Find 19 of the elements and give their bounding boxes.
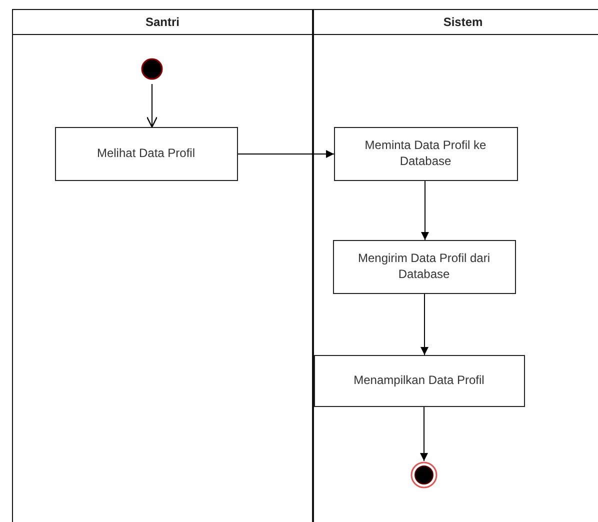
arrow	[146, 84, 158, 128]
arrow	[421, 180, 429, 240]
final-node	[410, 460, 438, 488]
initial-node	[140, 58, 162, 80]
lane-title: Sistem	[314, 10, 598, 35]
activity-label: Melihat Data Profil	[96, 146, 196, 162]
arrow	[238, 150, 334, 158]
activity-box	[334, 126, 518, 180]
activity-box	[54, 126, 238, 180]
swimlane	[12, 9, 313, 522]
lane-title: Santri	[13, 10, 312, 35]
activity-label: Meminta Data Profil ke Database	[364, 138, 488, 170]
activity-box	[332, 240, 516, 294]
arrow	[420, 294, 428, 356]
arrow	[420, 406, 428, 462]
activity-label: Menampilkan Data Profil	[352, 372, 486, 388]
activity-box	[314, 354, 524, 406]
activity-label: Mengirim Data Profil dari Database	[356, 250, 492, 282]
swimlane	[313, 9, 598, 522]
